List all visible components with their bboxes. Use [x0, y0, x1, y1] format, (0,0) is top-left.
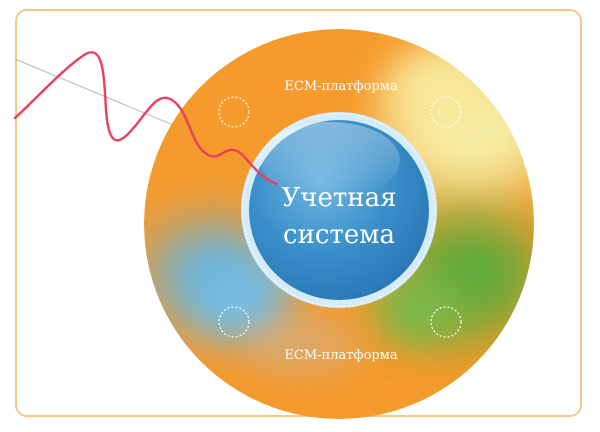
diagram-frame [15, 9, 582, 417]
dashed-circle-icon [218, 96, 250, 128]
ecm-platform-top-label: ECM-платформа [284, 79, 397, 94]
dashed-circle-icon [430, 306, 462, 338]
dashed-circle-icon [218, 306, 250, 338]
ecm-platform-bottom-label: ECM-платформа [284, 348, 397, 363]
accounting-system-core: Учетная система [241, 112, 437, 308]
dashed-circle-icon [430, 96, 462, 128]
signal-wave [13, 51, 279, 186]
core-label-line1: Учетная [282, 183, 397, 213]
core-label-line2: система [283, 220, 395, 250]
